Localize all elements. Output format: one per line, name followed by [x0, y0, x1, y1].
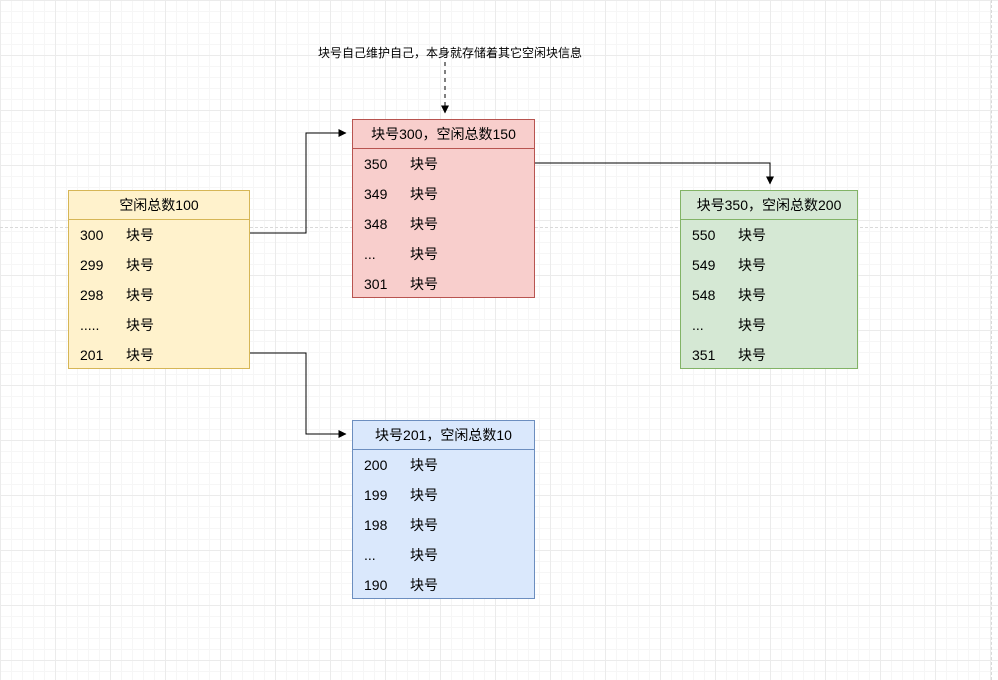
- list-item: ..... 块号: [69, 310, 249, 340]
- node-block300-title: 块号300，空闲总数150: [353, 120, 534, 149]
- list-item: 298 块号: [69, 280, 249, 310]
- row-number: 190: [364, 577, 388, 593]
- connector-head-to-block300[interactable]: [250, 129, 347, 234]
- connector-head-to-block201[interactable]: [250, 352, 347, 438]
- node-block201[interactable]: 块号201，空闲总数10 200 块号 199 块号 198 块号 ... 块号 190…: [352, 420, 535, 599]
- row-label: 块号: [410, 156, 438, 172]
- list-item: 200 块号: [353, 450, 534, 480]
- list-item: ... 块号: [681, 310, 857, 340]
- list-item: 301 块号: [353, 269, 534, 299]
- row-label: 块号: [410, 457, 438, 473]
- row-label: 块号: [126, 287, 154, 303]
- row-label: 块号: [126, 347, 154, 363]
- row-number: ...: [692, 317, 704, 333]
- node-free-list-head[interactable]: 空闲总数100 300 块号 299 块号 298 块号 ..... 块号 201 块号: [68, 190, 250, 369]
- list-item: 549 块号: [681, 250, 857, 280]
- annotation-text: 块号自己维护自己，本身就存储着其它空闲块信息: [317, 46, 582, 60]
- row-label: 块号: [410, 517, 438, 533]
- page-break-line-vertical: [991, 0, 992, 680]
- row-label: 块号: [410, 216, 438, 232]
- list-item: 190 块号: [353, 570, 534, 600]
- row-number: 351: [692, 347, 716, 363]
- connector-block300-to-block350[interactable]: [535, 162, 774, 185]
- row-number: 200: [364, 457, 388, 473]
- list-item: ... 块号: [353, 239, 534, 269]
- list-item: 348 块号: [353, 209, 534, 239]
- row-number: 301: [364, 276, 388, 292]
- row-label: 块号: [738, 227, 766, 243]
- list-item: ... 块号: [353, 540, 534, 570]
- row-label: 块号: [410, 186, 438, 202]
- list-item: 299 块号: [69, 250, 249, 280]
- row-number: 349: [364, 186, 388, 202]
- row-number: 548: [692, 287, 716, 303]
- row-number: 300: [80, 227, 104, 243]
- row-number: .....: [80, 317, 100, 333]
- list-item: 198 块号: [353, 510, 534, 540]
- row-label: 块号: [738, 257, 766, 273]
- row-label: 块号: [410, 487, 438, 503]
- row-label: 块号: [410, 547, 438, 563]
- row-label: 块号: [126, 257, 154, 273]
- node-free-list-head-title: 空闲总数100: [69, 191, 249, 220]
- row-number: ...: [364, 246, 376, 262]
- node-block350-title: 块号350，空闲总数200: [681, 191, 857, 220]
- row-number: 550: [692, 227, 716, 243]
- list-item: 351 块号: [681, 340, 857, 370]
- list-item: 199 块号: [353, 480, 534, 510]
- row-number: 348: [364, 216, 388, 232]
- list-item: 349 块号: [353, 179, 534, 209]
- node-block350[interactable]: 块号350，空闲总数200 550 块号 549 块号 548 块号 ... 块号 35…: [680, 190, 858, 369]
- row-number: 198: [364, 517, 388, 533]
- list-item: 300 块号: [69, 220, 249, 250]
- list-item: 201 块号: [69, 340, 249, 370]
- row-number: 549: [692, 257, 716, 273]
- row-label: 块号: [126, 317, 154, 333]
- row-number: ...: [364, 547, 376, 563]
- row-label: 块号: [126, 227, 154, 243]
- row-number: 298: [80, 287, 104, 303]
- list-item: 350 块号: [353, 149, 534, 179]
- row-number: 201: [80, 347, 104, 363]
- row-label: 块号: [738, 347, 766, 363]
- row-number: 350: [364, 156, 388, 172]
- row-label: 块号: [410, 276, 438, 292]
- row-label: 块号: [410, 246, 438, 262]
- node-block201-title: 块号201，空闲总数10: [353, 421, 534, 450]
- list-item: 548 块号: [681, 280, 857, 310]
- row-label: 块号: [738, 287, 766, 303]
- row-label: 块号: [410, 577, 438, 593]
- row-label: 块号: [738, 317, 766, 333]
- row-number: 199: [364, 487, 388, 503]
- list-item: 550 块号: [681, 220, 857, 250]
- node-block300[interactable]: 块号300，空闲总数150 350 块号 349 块号 348 块号 ... 块号 30…: [352, 119, 535, 298]
- row-number: 299: [80, 257, 104, 273]
